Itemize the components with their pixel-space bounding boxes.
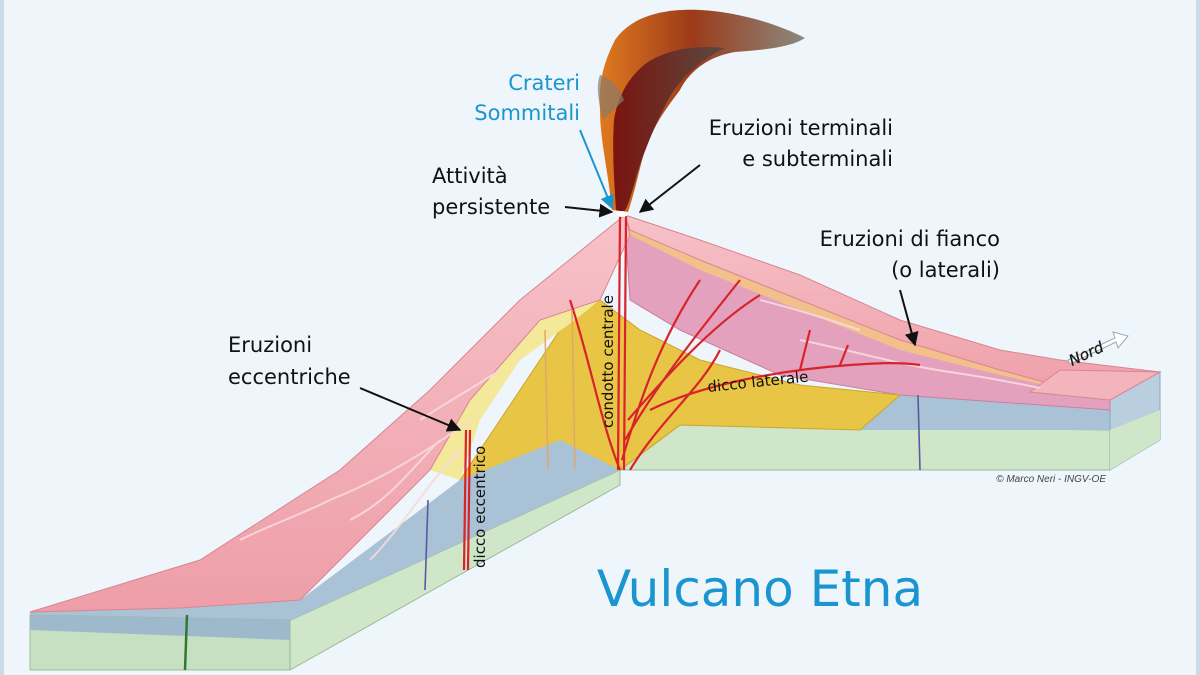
yellow-layer xyxy=(459,299,902,481)
label-attivita-line2: persistente xyxy=(432,195,550,219)
north-arrow xyxy=(1067,331,1129,365)
label-fianco-line1: Eruzioni di fianco xyxy=(820,227,1000,251)
label-condotto: condotto centrale xyxy=(599,295,617,428)
base-green-right xyxy=(618,424,1111,471)
right-top-slab xyxy=(1028,369,1162,401)
blue-layer-front xyxy=(30,440,620,625)
arrow-terminali xyxy=(638,164,701,213)
right-edge-bar xyxy=(1196,0,1200,675)
label-eccentriche-line2: eccentriche xyxy=(228,365,351,389)
label-fianco-line2: (o laterali) xyxy=(891,258,1000,282)
arrow-attivita xyxy=(564,203,614,218)
label-terminali-line1: Eruzioni terminali xyxy=(709,116,893,140)
label-terminali-line2: e subterminali xyxy=(742,147,893,171)
label-attivita-line1: Attività xyxy=(432,164,508,188)
arrow-fianco xyxy=(899,289,919,347)
label-crateri-line2: Sommitali xyxy=(474,101,580,125)
left-edge-bar xyxy=(0,0,4,675)
eruption-plume xyxy=(597,9,805,213)
label-eccentriche-line1: Eruzioni xyxy=(228,333,312,357)
front-side-blue xyxy=(30,615,290,640)
green-feeder xyxy=(183,614,189,671)
arrow-crateri xyxy=(579,129,614,210)
tan-dykes xyxy=(544,309,576,471)
yellow-light-band xyxy=(430,300,600,480)
arrow-eccentriche xyxy=(359,387,462,432)
credit-text: © Marco Neri - INGV-OE xyxy=(996,474,1106,485)
feeders xyxy=(424,394,921,591)
dykes xyxy=(462,214,921,571)
label-crateri-line1: Crateri xyxy=(508,71,580,95)
summit-crater xyxy=(616,211,628,217)
lava-flows xyxy=(239,299,1041,561)
page-title: Vulcano Etna xyxy=(597,560,923,618)
lava-surface-left xyxy=(29,214,631,613)
right-block-green-side xyxy=(1110,410,1160,470)
label-dicco-eccentrico: dicco eccentrico xyxy=(471,446,489,568)
